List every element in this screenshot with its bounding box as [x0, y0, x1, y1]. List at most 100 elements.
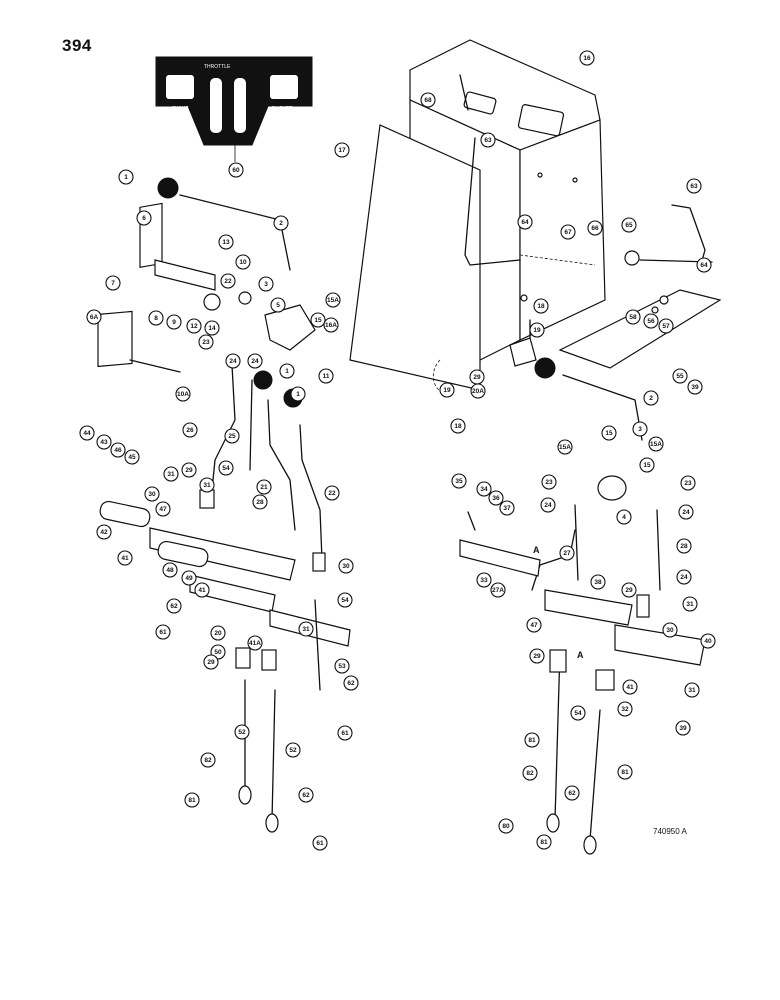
- callout-c24c: 24: [540, 497, 556, 513]
- callout-c31e: 31: [684, 682, 700, 698]
- callout-label: 24: [251, 358, 259, 365]
- callout-label: 21: [260, 484, 268, 491]
- callout-c24e: 24: [676, 569, 692, 585]
- callout-c22: 22: [220, 273, 236, 289]
- callout-circle: [343, 675, 359, 691]
- callout-label: 35: [455, 478, 463, 485]
- callout-circle: [225, 353, 241, 369]
- callout-label: 43: [100, 439, 108, 446]
- callout-c31d: 31: [682, 596, 698, 612]
- callout-c41b: 41: [194, 582, 210, 598]
- callout-label: 81: [621, 769, 629, 776]
- callout-circle: [672, 368, 688, 384]
- callout-circle: [570, 705, 586, 721]
- callout-c16: 16: [579, 50, 595, 66]
- callout-c31b: 31: [199, 477, 215, 493]
- callout-circle: [252, 494, 268, 510]
- callout-circle: [325, 292, 341, 308]
- callout-label: 3: [638, 426, 642, 433]
- callout-label: 15: [314, 317, 322, 324]
- callout-c23: 23: [198, 334, 214, 350]
- callout-c39: 39: [687, 379, 703, 395]
- callout-c2: 2: [273, 215, 289, 231]
- callout-c62: 62: [166, 598, 182, 614]
- callout-c1c: 1: [290, 386, 306, 402]
- callout-label: 19: [443, 387, 451, 394]
- callout-label: 61: [341, 730, 349, 737]
- callout-c17: 17: [334, 142, 350, 158]
- callout-label: 24: [680, 574, 688, 581]
- callout-circle: [529, 648, 545, 664]
- callout-c64: 64: [517, 214, 533, 230]
- callout-circle: [181, 570, 197, 586]
- callout-c62b: 62: [343, 675, 359, 691]
- callout-label: 68: [424, 97, 432, 104]
- callout-c63: 63: [480, 132, 496, 148]
- callout-circle: [166, 598, 182, 614]
- callout-circle: [312, 835, 328, 851]
- callout-label: 60: [232, 167, 240, 174]
- callout-circle: [662, 622, 678, 638]
- callout-label: 30: [666, 627, 674, 634]
- callout-label: 65: [625, 222, 633, 229]
- callout-c45: 45: [124, 449, 140, 465]
- callout-circle: [270, 297, 286, 313]
- callout-circle: [256, 479, 272, 495]
- callout-label: 61: [316, 840, 324, 847]
- callout-c41: 41: [117, 550, 133, 566]
- callout-label: 48: [166, 567, 174, 574]
- callout-c2b: 2: [643, 390, 659, 406]
- callout-c1: 1: [118, 169, 134, 185]
- callout-circle: [643, 313, 659, 329]
- callout-circle: [498, 818, 514, 834]
- callout-circle: [148, 310, 164, 326]
- callout-label: 5: [276, 302, 280, 309]
- callout-circle: [540, 497, 556, 513]
- callout-circle: [678, 504, 694, 520]
- callout-circle: [298, 621, 314, 637]
- callout-circle: [529, 322, 545, 338]
- callout-c24d: 24: [678, 504, 694, 520]
- callout-c48: 48: [162, 562, 178, 578]
- callout-c36: 36: [488, 490, 504, 506]
- callout-c15c: 15A: [557, 439, 573, 455]
- callout-circle: [273, 215, 289, 231]
- callout-circle: [247, 353, 263, 369]
- callout-label: 29: [533, 653, 541, 660]
- callout-label: 81: [528, 737, 536, 744]
- callout-c52: 52: [234, 724, 250, 740]
- callout-c29: 29: [181, 462, 197, 478]
- callout-c12: 12: [186, 318, 202, 334]
- callout-label: 34: [480, 486, 488, 493]
- callout-label: 16: [583, 55, 591, 62]
- callout-c37: 37: [499, 500, 515, 516]
- callout-label: 38: [594, 579, 602, 586]
- callout-circle: [96, 434, 112, 450]
- callout-circle: [118, 169, 134, 185]
- callout-c14: 14: [204, 320, 220, 336]
- callout-label: 17: [338, 147, 346, 154]
- callout-circle: [658, 318, 674, 334]
- callout-label: 15A: [650, 441, 662, 448]
- callout-label: 31: [686, 601, 694, 608]
- callout-label: 1: [296, 391, 300, 398]
- callout-c41a: 41A: [247, 635, 263, 651]
- callout-label: 14: [208, 325, 216, 332]
- callout-label: 61: [159, 629, 167, 636]
- callout-c49: 49: [181, 570, 197, 586]
- callout-circle: [186, 318, 202, 334]
- callout-label: 23: [684, 480, 692, 487]
- callout-circle: [155, 624, 171, 640]
- callout-label: 52: [289, 747, 297, 754]
- callout-c9: 9: [166, 314, 182, 330]
- callout-c53: 53: [334, 658, 350, 674]
- callout-circle: [490, 582, 506, 598]
- callout-circle: [676, 569, 692, 585]
- callout-circle: [680, 475, 696, 491]
- callout-c81: 81: [184, 792, 200, 808]
- callout-circle: [310, 312, 326, 328]
- callout-c24b: 24: [247, 353, 263, 369]
- callout-c24: 24: [225, 353, 241, 369]
- callout-c34: 34: [476, 481, 492, 497]
